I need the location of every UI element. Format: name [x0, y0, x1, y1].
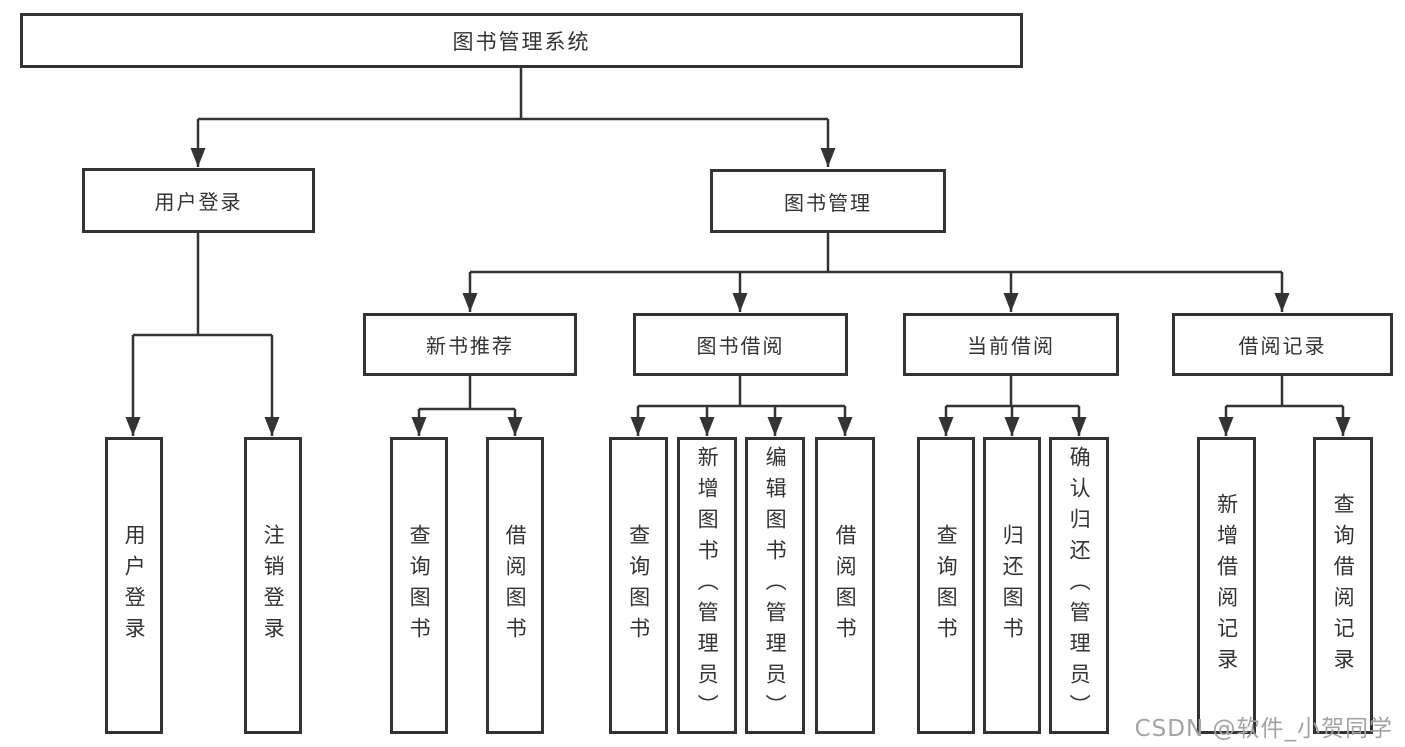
connector-current-borrow-children [938, 376, 1087, 436]
leaf-borrow-books: 借阅图书 [815, 437, 875, 734]
leaf-query-books-current: 查询图书 [917, 437, 975, 734]
leaf-confirm-return-admin: 确认归还（管理员） [1049, 437, 1109, 734]
node-new-book-recommend-label: 新书推荐 [426, 334, 514, 358]
node-book-management-label: 图书管理 [784, 190, 872, 215]
leaf-logout-label: 注销登录 [261, 523, 286, 648]
node-borrow-records: 借阅记录 [1172, 313, 1393, 376]
connector-root-to-level2 [190, 68, 836, 167]
leaf-add-book-admin-label: 新增图书（管理员） [695, 446, 720, 725]
leaf-edit-book-admin: 编辑图书（管理员） [745, 437, 805, 734]
node-user-login: 用户登录 [82, 168, 315, 233]
node-book-borrow-label: 图书借阅 [696, 334, 785, 358]
connector-book-borrow-children [630, 376, 853, 436]
leaf-logout: 注销登录 [244, 437, 302, 734]
leaf-query-books-current-label: 查询图书 [934, 523, 959, 648]
leaf-borrow-books-recommend: 借阅图书 [486, 437, 544, 734]
leaf-query-borrow-record: 查询借阅记录 [1313, 437, 1373, 734]
node-book-borrow: 图书借阅 [633, 313, 848, 376]
leaf-add-borrow-record-label: 新增借阅记录 [1214, 492, 1239, 679]
leaf-query-books-borrow: 查询图书 [609, 437, 668, 734]
leaf-add-borrow-record: 新增借阅记录 [1197, 437, 1256, 734]
leaf-query-books-recommend-label: 查询图书 [407, 523, 432, 648]
leaf-add-book-admin: 新增图书（管理员） [677, 437, 737, 734]
node-new-book-recommend: 新书推荐 [363, 313, 577, 376]
csdn-watermark: CSDN @软件_小贺同学 [1134, 716, 1393, 742]
leaf-edit-book-admin-label: 编辑图书（管理员） [763, 446, 788, 725]
leaf-return-book-label: 归还图书 [1000, 523, 1025, 648]
leaf-confirm-return-admin-label: 确认归还（管理员） [1067, 446, 1092, 725]
node-root-label: 图书管理系统 [452, 29, 591, 54]
connector-book-management-children [462, 233, 1290, 312]
leaf-user-login: 用户登录 [105, 437, 163, 734]
leaf-query-books-borrow-label: 查询图书 [626, 523, 651, 648]
node-book-management: 图书管理 [710, 169, 946, 233]
leaf-borrow-books-recommend-label: 借阅图书 [503, 523, 528, 648]
connector-user-login-children [125, 233, 280, 436]
node-root: 图书管理系统 [20, 13, 1023, 68]
node-current-borrow-label: 当前借阅 [967, 334, 1055, 358]
leaf-user-login-label: 用户登录 [122, 523, 147, 648]
node-current-borrow: 当前借阅 [903, 313, 1119, 376]
connector-borrow-records-children [1218, 376, 1351, 436]
connector-new-book-recommend-children [411, 376, 523, 436]
leaf-query-books-recommend: 查询图书 [390, 437, 448, 734]
node-user-login-label: 用户登录 [154, 190, 243, 214]
leaf-return-book: 归还图书 [983, 437, 1041, 734]
leaf-borrow-books-label: 借阅图书 [833, 523, 858, 648]
leaf-query-borrow-record-label: 查询借阅记录 [1331, 492, 1356, 679]
node-borrow-records-label: 借阅记录 [1238, 334, 1327, 358]
